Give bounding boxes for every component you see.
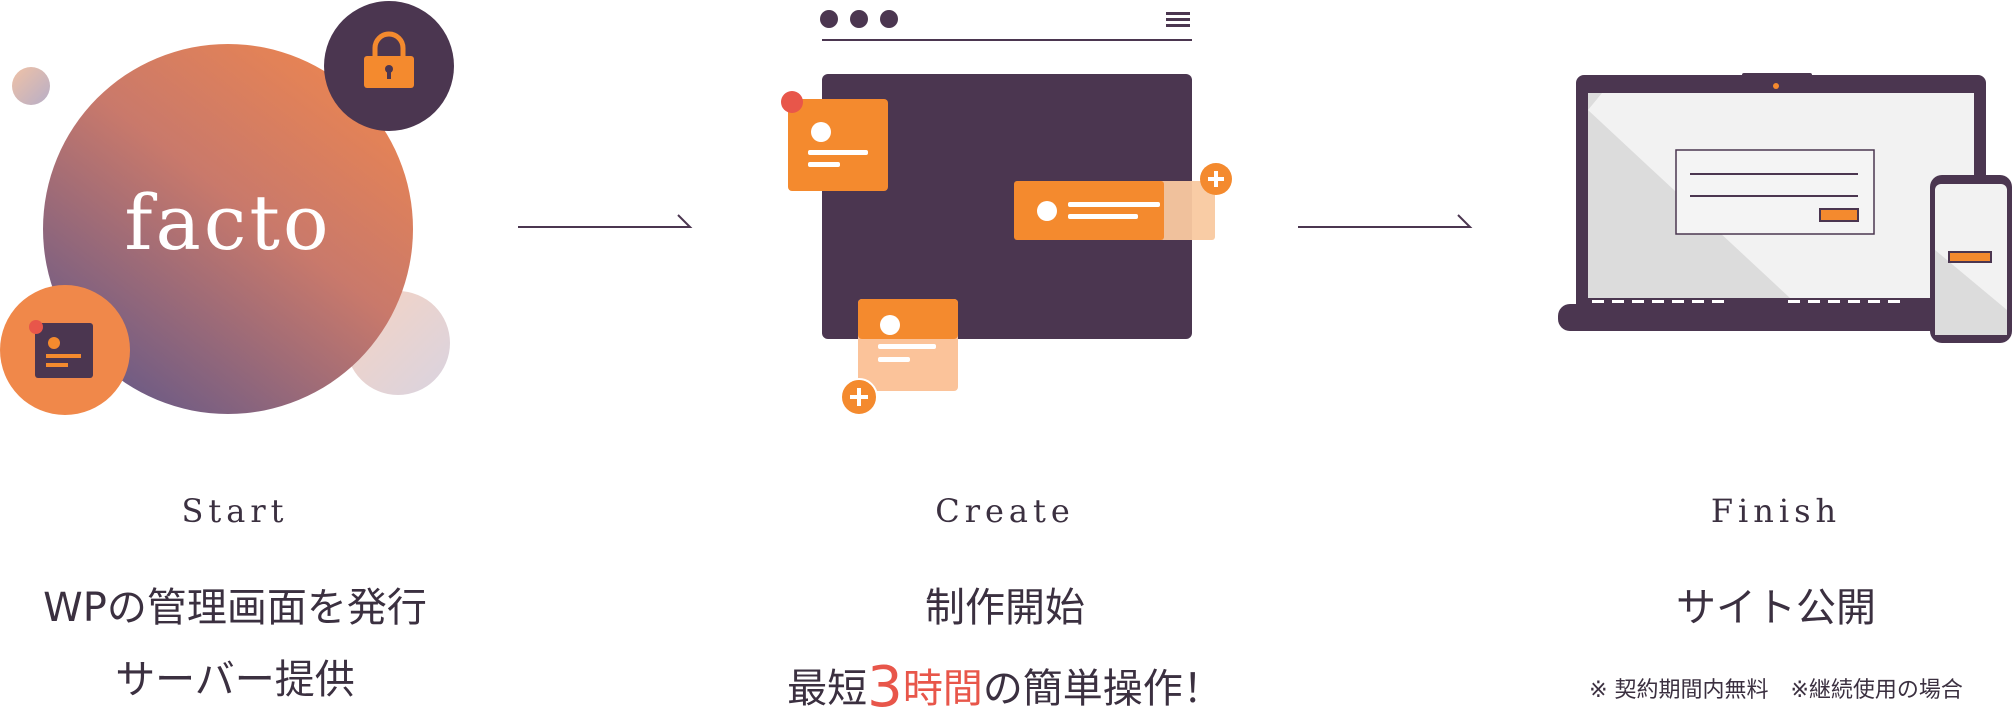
- arrow-right-icon: [1298, 214, 1473, 228]
- smartphone-icon: [1930, 175, 2012, 343]
- laptop-icon: [1558, 73, 1986, 331]
- line2-prefix: 最短: [787, 666, 868, 712]
- content-card-1: [781, 91, 888, 191]
- step-start-line1: WPの管理画面を発行: [43, 585, 427, 631]
- step-create: Create 制作開始 最短3時間の簡単操作！: [740, 0, 1270, 716]
- step-create-line2: 最短3時間の簡単操作！: [740, 660, 1270, 716]
- highlight-unit: 時間: [902, 666, 983, 712]
- plus-icon: [1200, 163, 1232, 195]
- hamburger-menu-icon: [1166, 12, 1190, 27]
- highlight-number: 3: [867, 655, 903, 720]
- step-finish-note: ※ 契約期間内無料 ※継続使用の場合: [1589, 678, 1963, 703]
- step-label-create: Create: [935, 492, 1075, 530]
- step-finish-line1: サイト公開: [1676, 585, 1876, 631]
- content-card-3: [858, 299, 958, 391]
- start-illustration: [0, 1, 454, 415]
- plus-icon: [840, 378, 878, 416]
- facto-circle: [43, 44, 413, 414]
- browser-top-line: [822, 39, 1192, 41]
- id-card-icon: [29, 320, 93, 378]
- step-label-start: Start: [181, 492, 289, 530]
- create-illustration: [781, 10, 1232, 416]
- facto-logo-text: facto: [124, 178, 332, 267]
- step-create-line1: 制作開始: [925, 585, 1085, 631]
- step-label-finish: Finish: [1710, 492, 1842, 530]
- editor-canvas: [822, 74, 1192, 339]
- step-start-line2: サーバー提供: [115, 657, 355, 703]
- decor-circle-small: [12, 67, 50, 105]
- content-card-2: [1014, 181, 1215, 240]
- arrow-right-icon: [518, 214, 693, 228]
- step-start: facto Start WPの管理画面を発行 サーバー提供: [0, 0, 470, 712]
- lock-icon: [364, 31, 414, 88]
- step-finish: Finish サイト公開 ※ 契約期間内無料 ※継続使用の場合: [1540, 0, 2012, 712]
- line2-suffix: の簡単操作！: [982, 666, 1223, 712]
- window-dots-icon: [820, 10, 898, 28]
- finish-illustration: [1558, 73, 2012, 343]
